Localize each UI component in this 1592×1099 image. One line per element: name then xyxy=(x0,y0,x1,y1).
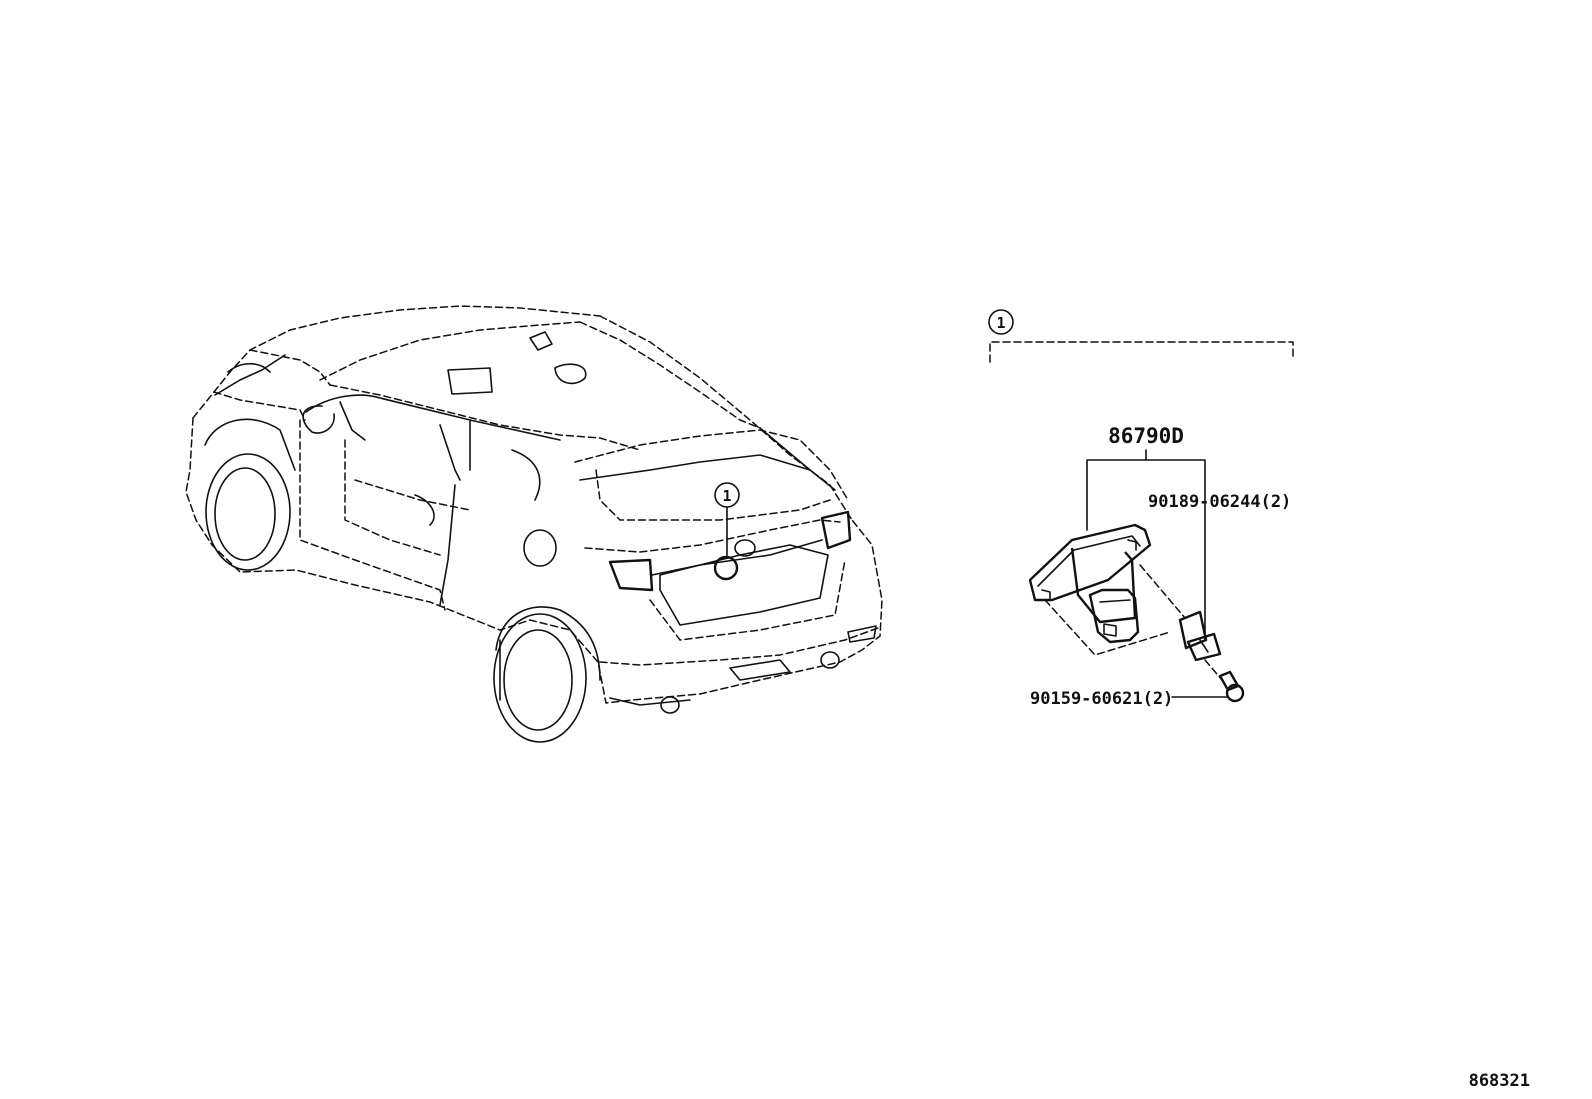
camera-unit xyxy=(1028,523,1186,656)
screw xyxy=(1171,659,1245,703)
callout-number-assembly: 1 xyxy=(996,314,1005,332)
vehicle-illustration xyxy=(185,305,883,743)
part-number-86790d: 86790D xyxy=(1108,424,1184,448)
clip xyxy=(1178,610,1222,662)
assembly-bracket: 1 xyxy=(988,309,1294,363)
part-number-90159-60621: 90159-60621(2) xyxy=(1030,689,1173,709)
callout-ref-on-vehicle: 1 xyxy=(714,482,740,558)
part-number-90189-06244: 90189-06244(2) xyxy=(1148,492,1291,512)
callout-number-vehicle: 1 xyxy=(722,487,731,505)
illustration-number: 868321 xyxy=(1469,1071,1530,1091)
leader-86790d xyxy=(1086,459,1206,641)
